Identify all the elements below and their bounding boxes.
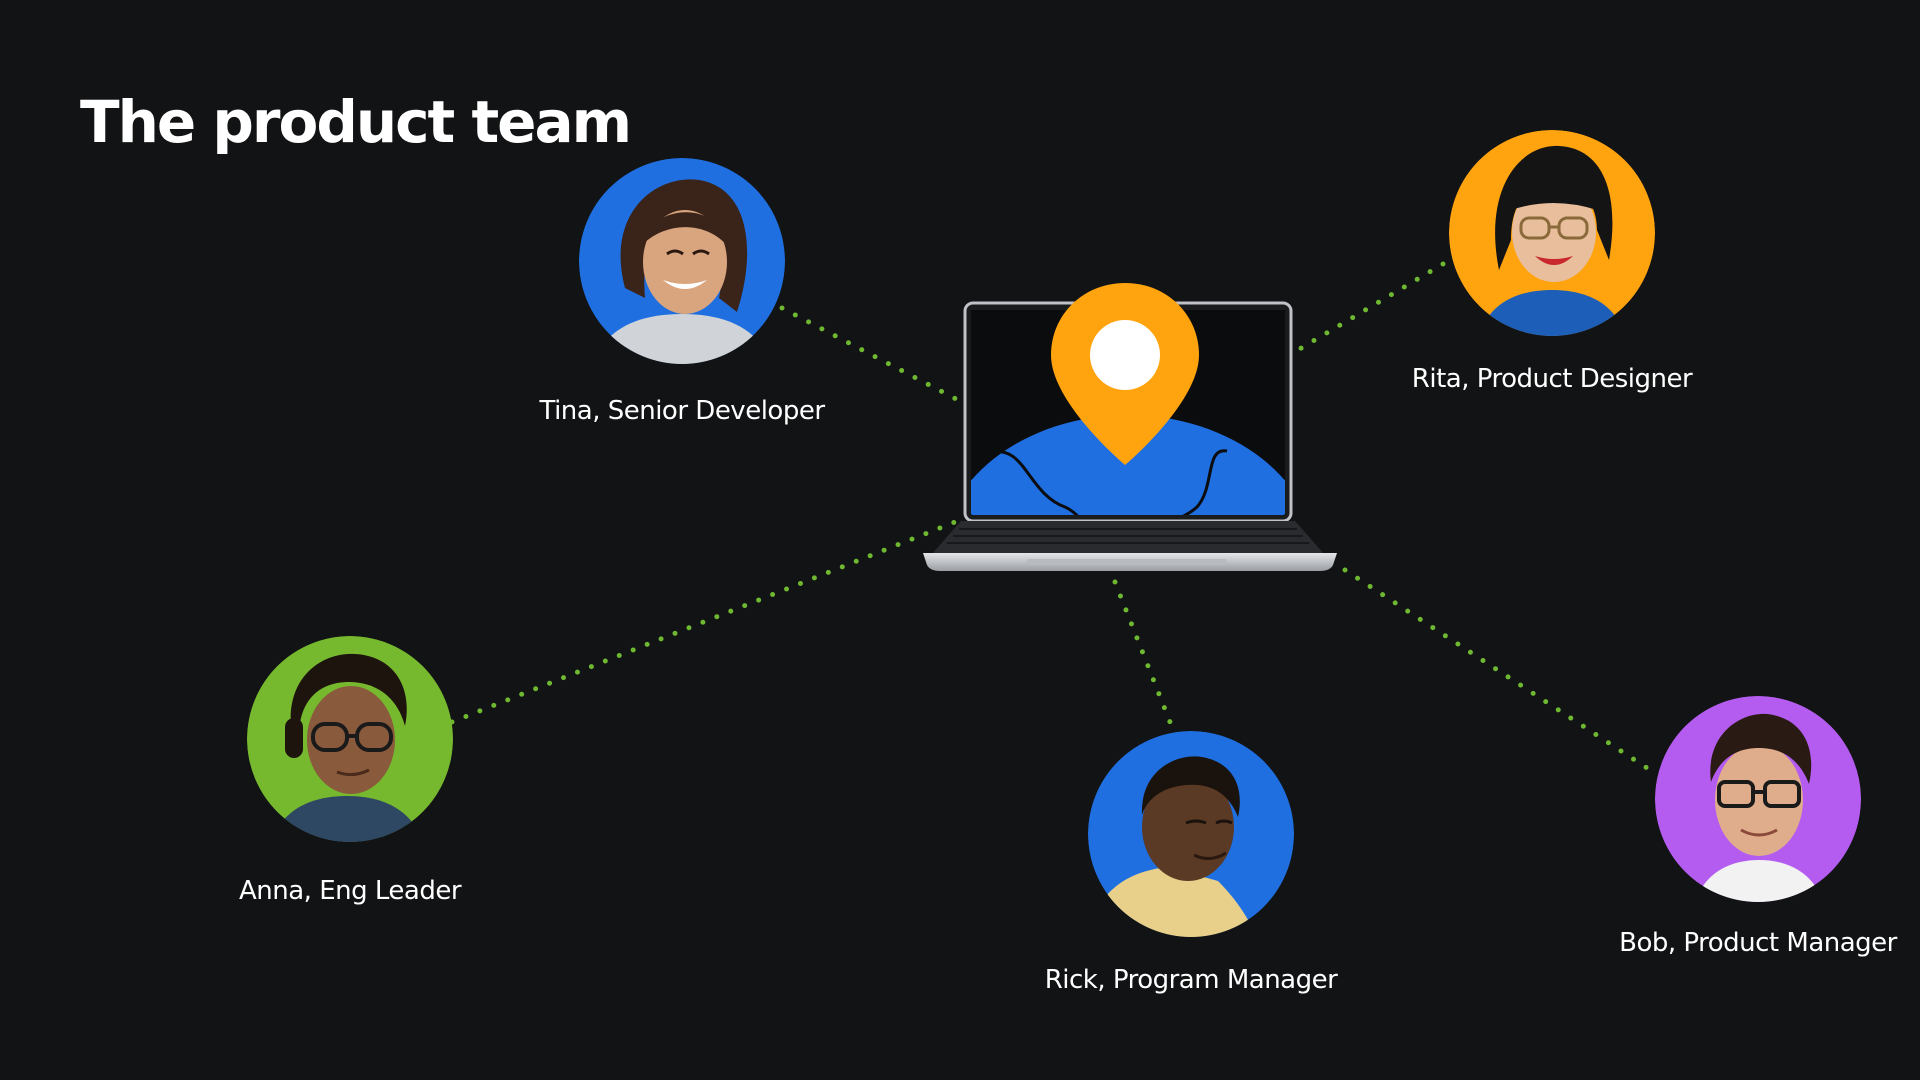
globe-shape <box>971 415 1285 515</box>
member-rita: Rita, Product Designer <box>1372 130 1732 394</box>
member-bob: Bob, Product Manager <box>1578 696 1920 958</box>
connector-tina <box>779 305 961 403</box>
member-name: Anna, Eng Leader <box>238 876 462 906</box>
avatar-bob <box>1655 696 1861 902</box>
page-title: The product team <box>80 88 632 156</box>
avatar-rita <box>1449 130 1655 336</box>
avatar-tina <box>579 158 785 364</box>
member-name: Bob, Product Manager <box>1619 928 1897 958</box>
connector-rick <box>1112 579 1173 725</box>
member-name: Tina, Senior Developer <box>539 396 825 426</box>
member-rick: Rick, Program Manager <box>1011 731 1371 995</box>
avatar-anna <box>247 636 453 842</box>
member-name: Rick, Program Manager <box>1044 965 1338 995</box>
laptop-keyboard <box>931 521 1325 555</box>
member-name: Rita, Product Designer <box>1411 364 1693 394</box>
connector-bob <box>1342 567 1653 773</box>
avatar-rick <box>1088 731 1294 937</box>
member-tina: Tina, Senior Developer <box>502 158 862 426</box>
location-pin-icon <box>1051 283 1199 465</box>
laptop-illustration <box>915 275 1345 575</box>
connector-rita <box>1295 261 1446 353</box>
member-anna: Anna, Eng Leader <box>170 636 530 906</box>
connector-anna <box>449 519 958 725</box>
